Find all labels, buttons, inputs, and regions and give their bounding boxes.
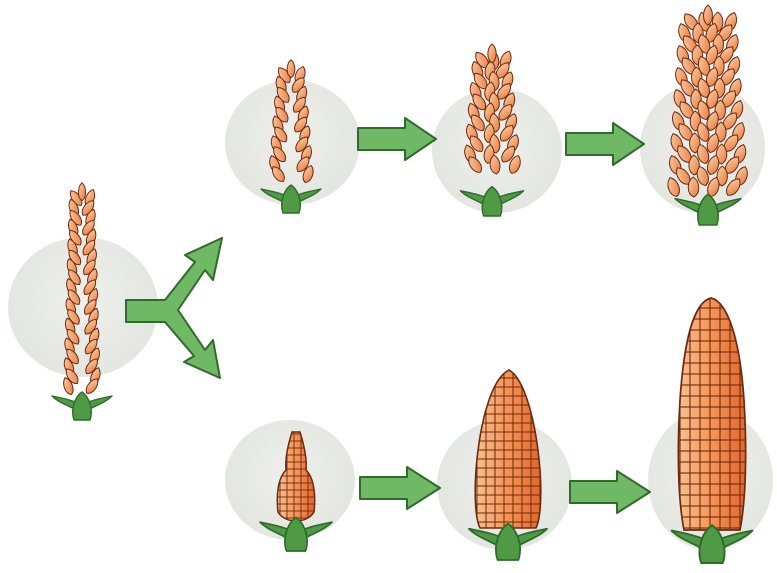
husk-leaf-icon (675, 194, 741, 225)
husk-leaf-icon (461, 187, 524, 216)
teosinte-ear-icon (61, 183, 102, 396)
husk-leaf-icon (52, 392, 112, 420)
husk-leaf-icon (261, 185, 321, 213)
right-arrow-icon (570, 471, 650, 513)
kernel (704, 5, 713, 25)
right-arrow-icon (566, 123, 644, 165)
right-arrow-icon (358, 118, 436, 160)
right-arrow-icon (360, 467, 440, 509)
kernel (78, 183, 85, 201)
corn-cob-stage-1-icon (270, 428, 320, 528)
husk-leaf-icon (260, 517, 332, 551)
corn-cob-stage-3-icon (672, 294, 752, 534)
kernel (287, 60, 295, 78)
husk-leaves (52, 185, 753, 563)
primitive-ear-stage-2-icon (462, 44, 523, 175)
primitive-ear-stage-3-icon (665, 5, 750, 198)
primitive-ear-stage-1-icon (267, 60, 315, 184)
branching-arrow-icon (126, 238, 222, 378)
husk-leaf-icon (469, 524, 547, 560)
husk-leaf-icon (672, 525, 753, 563)
corn-cob-stage-2-icon (470, 366, 550, 536)
kernel (488, 44, 496, 63)
